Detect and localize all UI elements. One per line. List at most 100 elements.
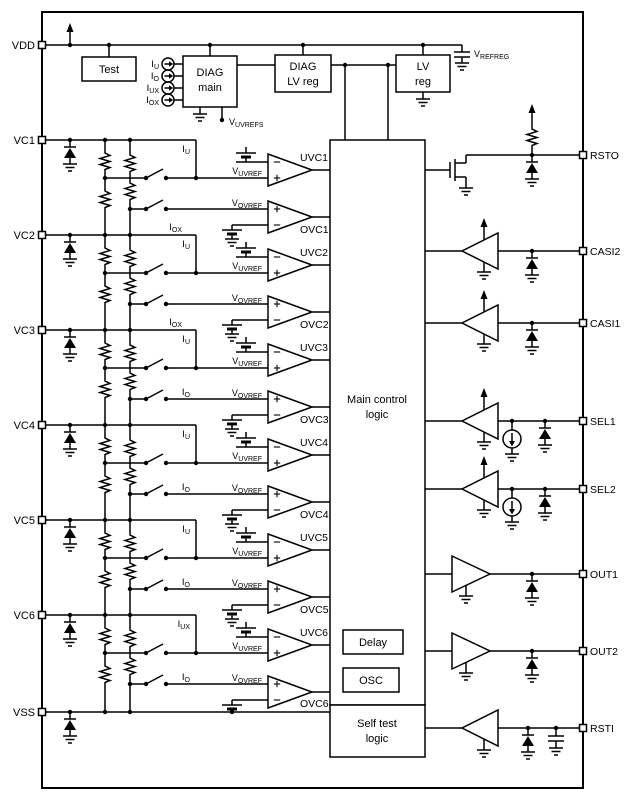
diag-main-block bbox=[182, 55, 238, 108]
lv-reg-label-2: reg bbox=[415, 76, 431, 88]
pin-sel2 bbox=[578, 484, 588, 494]
pin-casi2 bbox=[578, 246, 588, 256]
vovref-label: VOVREF bbox=[232, 578, 262, 590]
pin-sel1 bbox=[578, 416, 588, 426]
uvc-label: UVC1 bbox=[300, 152, 328, 164]
uvc-label: UVC2 bbox=[300, 247, 328, 259]
pin-vss-label: VSS bbox=[13, 707, 35, 719]
current-label: IO bbox=[182, 672, 191, 684]
vuvref-label: VUVREF bbox=[232, 166, 262, 178]
vrefreg-capacitor: VREFREG bbox=[454, 45, 509, 71]
current-label: IU bbox=[182, 144, 190, 156]
iox-label: IOX bbox=[146, 95, 159, 107]
vuvref-label: VUVREF bbox=[232, 356, 262, 368]
pin-vc4 bbox=[37, 420, 47, 430]
vovref-label: VOVREF bbox=[232, 293, 262, 305]
ovc-label: OVC3 bbox=[300, 414, 329, 426]
current-label: IOX bbox=[169, 222, 182, 234]
diag-current-sources: IU IO IUX IOX bbox=[146, 57, 183, 107]
current-label: IU bbox=[182, 429, 190, 441]
pin-casi2-label: CASI2 bbox=[590, 246, 621, 258]
lv-reg-label-1: LV bbox=[417, 61, 430, 73]
osc-block bbox=[342, 667, 400, 693]
vovref-label: VOVREF bbox=[232, 388, 262, 400]
ovc-label: OVC1 bbox=[300, 224, 329, 236]
test-block bbox=[81, 56, 137, 82]
ovc-label: OVC2 bbox=[300, 319, 329, 331]
vuvref-label: VUVREF bbox=[232, 641, 262, 653]
pin-out2 bbox=[578, 646, 588, 656]
pin-vc2 bbox=[37, 230, 47, 240]
ovc-label: OVC5 bbox=[300, 604, 329, 616]
rsto-driver bbox=[425, 103, 583, 196]
pin-vc3-label: VC3 bbox=[14, 325, 35, 337]
diag-main-label-2: main bbox=[198, 82, 222, 94]
lv-reg-block bbox=[395, 54, 451, 93]
vuvref-label: VUVREF bbox=[232, 451, 262, 463]
current-label: IU bbox=[182, 239, 190, 251]
current-label: IOX bbox=[169, 317, 182, 329]
cell-vc5: UVC5 OVC5 VUVREF VOVREF IU IO bbox=[46, 517, 330, 627]
cell-vc3: UVC3 OVC3 VUVREF VOVREF IOX IU IO bbox=[46, 317, 330, 437]
iu-label: IU bbox=[151, 59, 159, 71]
current-label: IO bbox=[182, 387, 191, 399]
uvc-label: UVC4 bbox=[300, 437, 328, 449]
pin-out1 bbox=[578, 569, 588, 579]
ovc-label: OVC6 bbox=[300, 698, 329, 710]
delay-label: Delay bbox=[359, 637, 388, 649]
ic-boundary bbox=[41, 11, 584, 789]
pin-vc1-label: VC1 bbox=[14, 135, 35, 147]
vovref-label: VOVREF bbox=[232, 673, 262, 685]
rsti-buffer bbox=[425, 709, 583, 759]
top-section: Test DIAG main IU IO IUX IOX VUVREFS DIA… bbox=[46, 22, 509, 140]
current-label: IU bbox=[182, 524, 190, 536]
vss-rail bbox=[46, 709, 330, 743]
current-label: IU bbox=[182, 334, 190, 346]
io-label: IO bbox=[151, 71, 160, 83]
vrefreg-label: VREFREG bbox=[474, 49, 509, 61]
pin-rsto bbox=[578, 150, 588, 160]
pin-rsti-label: RSTI bbox=[590, 723, 614, 735]
vuvref-label: VUVREF bbox=[232, 546, 262, 558]
casi2-buffer bbox=[425, 217, 583, 282]
diag-main-label-1: DIAG bbox=[197, 67, 224, 79]
vuvrefs-label: VUVREFS bbox=[229, 117, 264, 129]
pin-vc6-label: VC6 bbox=[14, 610, 35, 622]
pin-vc5 bbox=[37, 515, 47, 525]
current-label: IUX bbox=[178, 619, 191, 631]
pin-sel1-label: SEL1 bbox=[590, 416, 616, 428]
main-control-logic-block bbox=[329, 139, 426, 706]
out1-buffer bbox=[425, 555, 583, 605]
main-logic-label-2: logic bbox=[366, 409, 389, 421]
cell-vc1: UVC1 OVC1 VUVREF VOVREF IU bbox=[46, 137, 330, 247]
pin-vc6 bbox=[37, 610, 47, 620]
cell-vc2: UVC2 OVC2 VUVREF VOVREF IOX IU bbox=[46, 222, 330, 342]
pin-rsto-label: RSTO bbox=[590, 150, 619, 162]
cell-vc4: UVC4 OVC4 VUVREF VOVREF IU IO bbox=[46, 422, 330, 532]
cell-vc6: UVC6 OVC6 VUVREF VOVREF IUX IO bbox=[46, 612, 330, 715]
pin-vc5-label: VC5 bbox=[14, 515, 35, 527]
self-test-label-2: logic bbox=[366, 733, 389, 745]
self-test-label-1: Self test bbox=[357, 718, 397, 730]
main-logic-label-1: Main control bbox=[347, 394, 407, 406]
logic-blocks: Main control logic Delay OSC Self test l… bbox=[329, 139, 426, 758]
diag-lv-label-2: LV reg bbox=[287, 76, 319, 88]
current-label: IO bbox=[182, 482, 191, 494]
uvc-label: UVC6 bbox=[300, 627, 328, 639]
pin-vc2-label: VC2 bbox=[14, 230, 35, 242]
casi1-buffer bbox=[425, 289, 583, 354]
pin-vc1 bbox=[37, 135, 47, 145]
pin-vdd-label: VDD bbox=[12, 40, 35, 52]
uvc-label: UVC5 bbox=[300, 532, 328, 544]
pin-sel2-label: SEL2 bbox=[590, 484, 616, 496]
pin-rsti bbox=[578, 723, 588, 733]
iux-label: IUX bbox=[147, 83, 160, 95]
ovc-label: OVC4 bbox=[300, 509, 329, 521]
pin-casi1-label: CASI1 bbox=[590, 318, 621, 330]
pin-vdd bbox=[37, 40, 47, 50]
test-block-label: Test bbox=[99, 64, 119, 76]
pin-out2-label: OUT2 bbox=[590, 646, 618, 658]
diag-lv-label-1: DIAG bbox=[290, 61, 317, 73]
